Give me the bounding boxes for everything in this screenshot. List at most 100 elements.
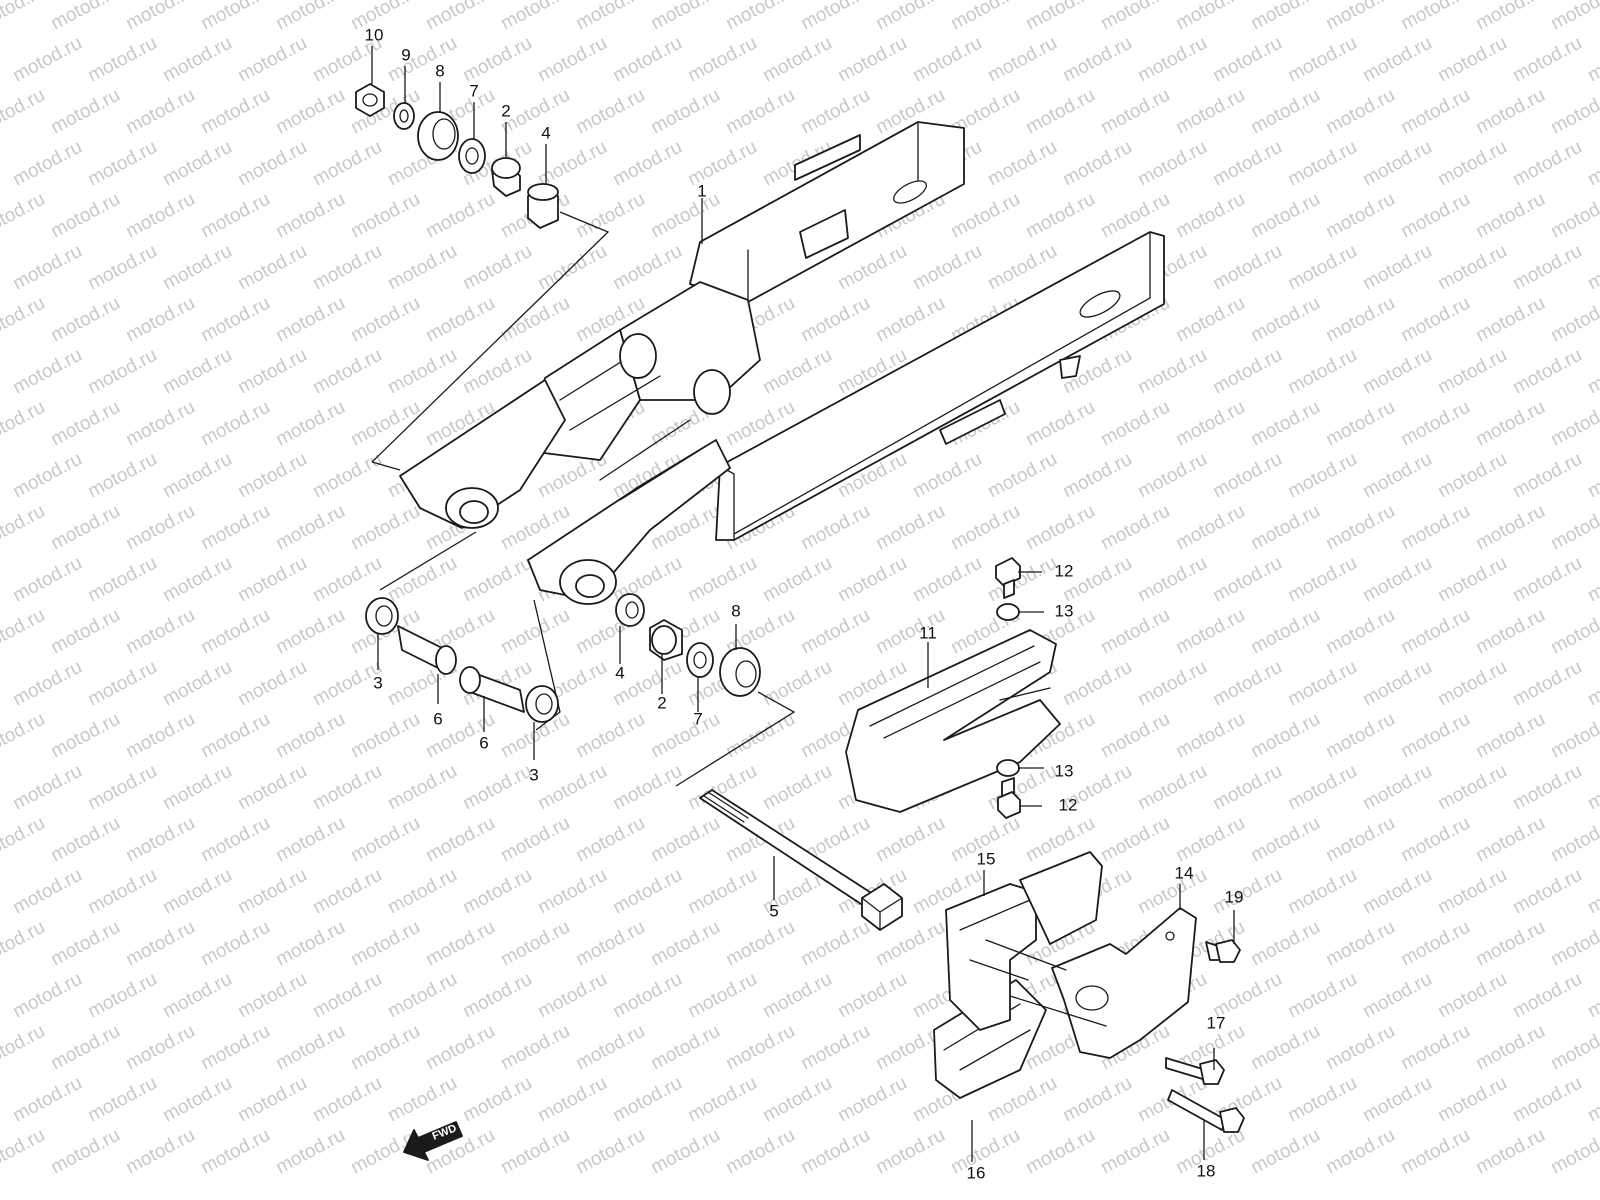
- watermark-text: motod.ru: [1097, 709, 1173, 763]
- watermark-text: motod.ru: [347, 501, 423, 555]
- watermark-text: motod.ru: [1472, 397, 1548, 451]
- watermark-text: motod.ru: [684, 33, 760, 87]
- watermark-text: motod.ru: [834, 969, 910, 1023]
- watermark-text: motod.ru: [84, 33, 160, 87]
- watermark-text: motod.ru: [309, 865, 385, 919]
- watermark-text: motod.ru: [684, 969, 760, 1023]
- watermark-text: motod.ru: [609, 865, 685, 919]
- watermark-text: motod.ru: [759, 761, 835, 815]
- watermark-text: motod.ru: [309, 1073, 385, 1127]
- watermark-text: motod.ru: [1547, 605, 1600, 659]
- watermark-text: motod.ru: [1434, 969, 1510, 1023]
- watermark-text: motod.ru: [234, 137, 310, 191]
- watermark-text: motod.ru: [1247, 0, 1323, 34]
- watermark-text: motod.ru: [234, 241, 310, 295]
- watermark-text: motod.ru: [1022, 0, 1098, 34]
- watermark-text: motod.ru: [1284, 137, 1360, 191]
- watermark-text: motod.ru: [1172, 0, 1248, 34]
- watermark-text: motod.ru: [797, 85, 873, 139]
- watermark-text: motod.ru: [1547, 501, 1600, 555]
- watermark-text: motod.ru: [1434, 657, 1510, 711]
- watermark-text: motod.ru: [497, 293, 573, 347]
- watermark-text: motod.ru: [1209, 761, 1285, 815]
- watermark-text: motod.ru: [1322, 917, 1398, 971]
- watermark-text: motod.ru: [1059, 657, 1135, 711]
- watermark-text: motod.ru: [159, 657, 235, 711]
- watermark-text: motod.ru: [122, 85, 198, 139]
- watermark-text: motod.ru: [234, 1073, 310, 1127]
- watermark-text: motod.ru: [422, 1021, 498, 1075]
- watermark-text: motod.ru: [1022, 189, 1098, 243]
- watermark-text: motod.ru: [309, 241, 385, 295]
- pivot-bolt: [699, 789, 903, 931]
- watermark-text: motod.ru: [1472, 189, 1548, 243]
- watermark-text: motod.ru: [1022, 397, 1098, 451]
- watermark-text: motod.ru: [1509, 761, 1585, 815]
- callout-8: 8: [731, 601, 740, 620]
- watermark-text: motod.ru: [459, 865, 535, 919]
- watermark-text: motod.ru: [1472, 1021, 1548, 1075]
- watermark-text: motod.ru: [234, 33, 310, 87]
- callout-2: 2: [657, 693, 666, 712]
- watermark-text: motod.ru: [872, 293, 948, 347]
- watermark-text: motod.ru: [1097, 501, 1173, 555]
- watermark-text: motod.ru: [1547, 397, 1600, 451]
- watermark-text: motod.ru: [84, 241, 160, 295]
- watermark-text: motod.ru: [159, 241, 235, 295]
- watermark-text: motod.ru: [47, 189, 123, 243]
- watermark-text: motod.ru: [1134, 865, 1210, 919]
- watermark-text: motod.ru: [722, 917, 798, 971]
- watermark-text: motod.ru: [1397, 605, 1473, 659]
- watermark-text: motod.ru: [1209, 241, 1285, 295]
- watermark-text: motod.ru: [122, 709, 198, 763]
- watermark-text: motod.ru: [759, 345, 835, 399]
- watermark-text: motod.ru: [272, 605, 348, 659]
- watermark-text: motod.ru: [1434, 1073, 1510, 1127]
- watermark-text: motod.ru: [1434, 137, 1510, 191]
- watermark-text: motod.ru: [0, 917, 49, 971]
- watermark-text: motod.ru: [234, 449, 310, 503]
- watermark-text: motod.ru: [797, 1125, 873, 1179]
- watermark-text: motod.ru: [422, 813, 498, 867]
- watermark-text: motod.ru: [534, 241, 610, 295]
- watermark-text: motod.ru: [1172, 605, 1248, 659]
- watermark-text: motod.ru: [1397, 293, 1473, 347]
- watermark-text: motod.ru: [84, 449, 160, 503]
- watermark-text: motod.ru: [9, 449, 85, 503]
- watermark-text: motod.ru: [309, 553, 385, 607]
- watermark-text: motod.ru: [272, 0, 348, 34]
- chain-slider: [845, 557, 1061, 819]
- watermark-text: motod.ru: [684, 865, 760, 919]
- watermark-text: motod.ru: [1097, 605, 1173, 659]
- watermark-text: motod.ru: [572, 1125, 648, 1179]
- watermark-text: motod.ru: [84, 553, 160, 607]
- watermark-text: motod.ru: [9, 345, 85, 399]
- watermark-text: motod.ru: [84, 865, 160, 919]
- watermark-text: motod.ru: [759, 657, 835, 711]
- watermark-text: motod.ru: [272, 397, 348, 451]
- watermark-text: motod.ru: [347, 0, 423, 34]
- watermark-text: motod.ru: [1134, 553, 1210, 607]
- watermark-text: motod.ru: [272, 917, 348, 971]
- watermark-text: motod.ru: [272, 709, 348, 763]
- watermark-text: motod.ru: [1247, 605, 1323, 659]
- callout-16: 16: [967, 1163, 986, 1182]
- watermark-text: motod.ru: [1247, 293, 1323, 347]
- watermark-text: motod.ru: [459, 969, 535, 1023]
- watermark-text: motod.ru: [647, 1125, 723, 1179]
- watermark-text: motod.ru: [1509, 553, 1585, 607]
- watermark-text: motod.ru: [1547, 1125, 1600, 1179]
- watermark-text: motod.ru: [684, 1073, 760, 1127]
- watermark-text: motod.ru: [1547, 813, 1600, 867]
- watermark-text: motod.ru: [872, 0, 948, 34]
- watermark-text: motod.ru: [834, 33, 910, 87]
- watermark-text: motod.ru: [1022, 1125, 1098, 1179]
- watermark-text: motod.ru: [197, 813, 273, 867]
- watermark-text: motod.ru: [1134, 33, 1210, 87]
- watermark-text: motod.ru: [459, 553, 535, 607]
- watermark-text: motod.ru: [1209, 865, 1285, 919]
- watermark-text: motod.ru: [572, 1021, 648, 1075]
- watermark-text: motod.ru: [1547, 709, 1600, 763]
- watermark-text: motod.ru: [947, 1125, 1023, 1179]
- watermark-text: motod.ru: [1509, 137, 1585, 191]
